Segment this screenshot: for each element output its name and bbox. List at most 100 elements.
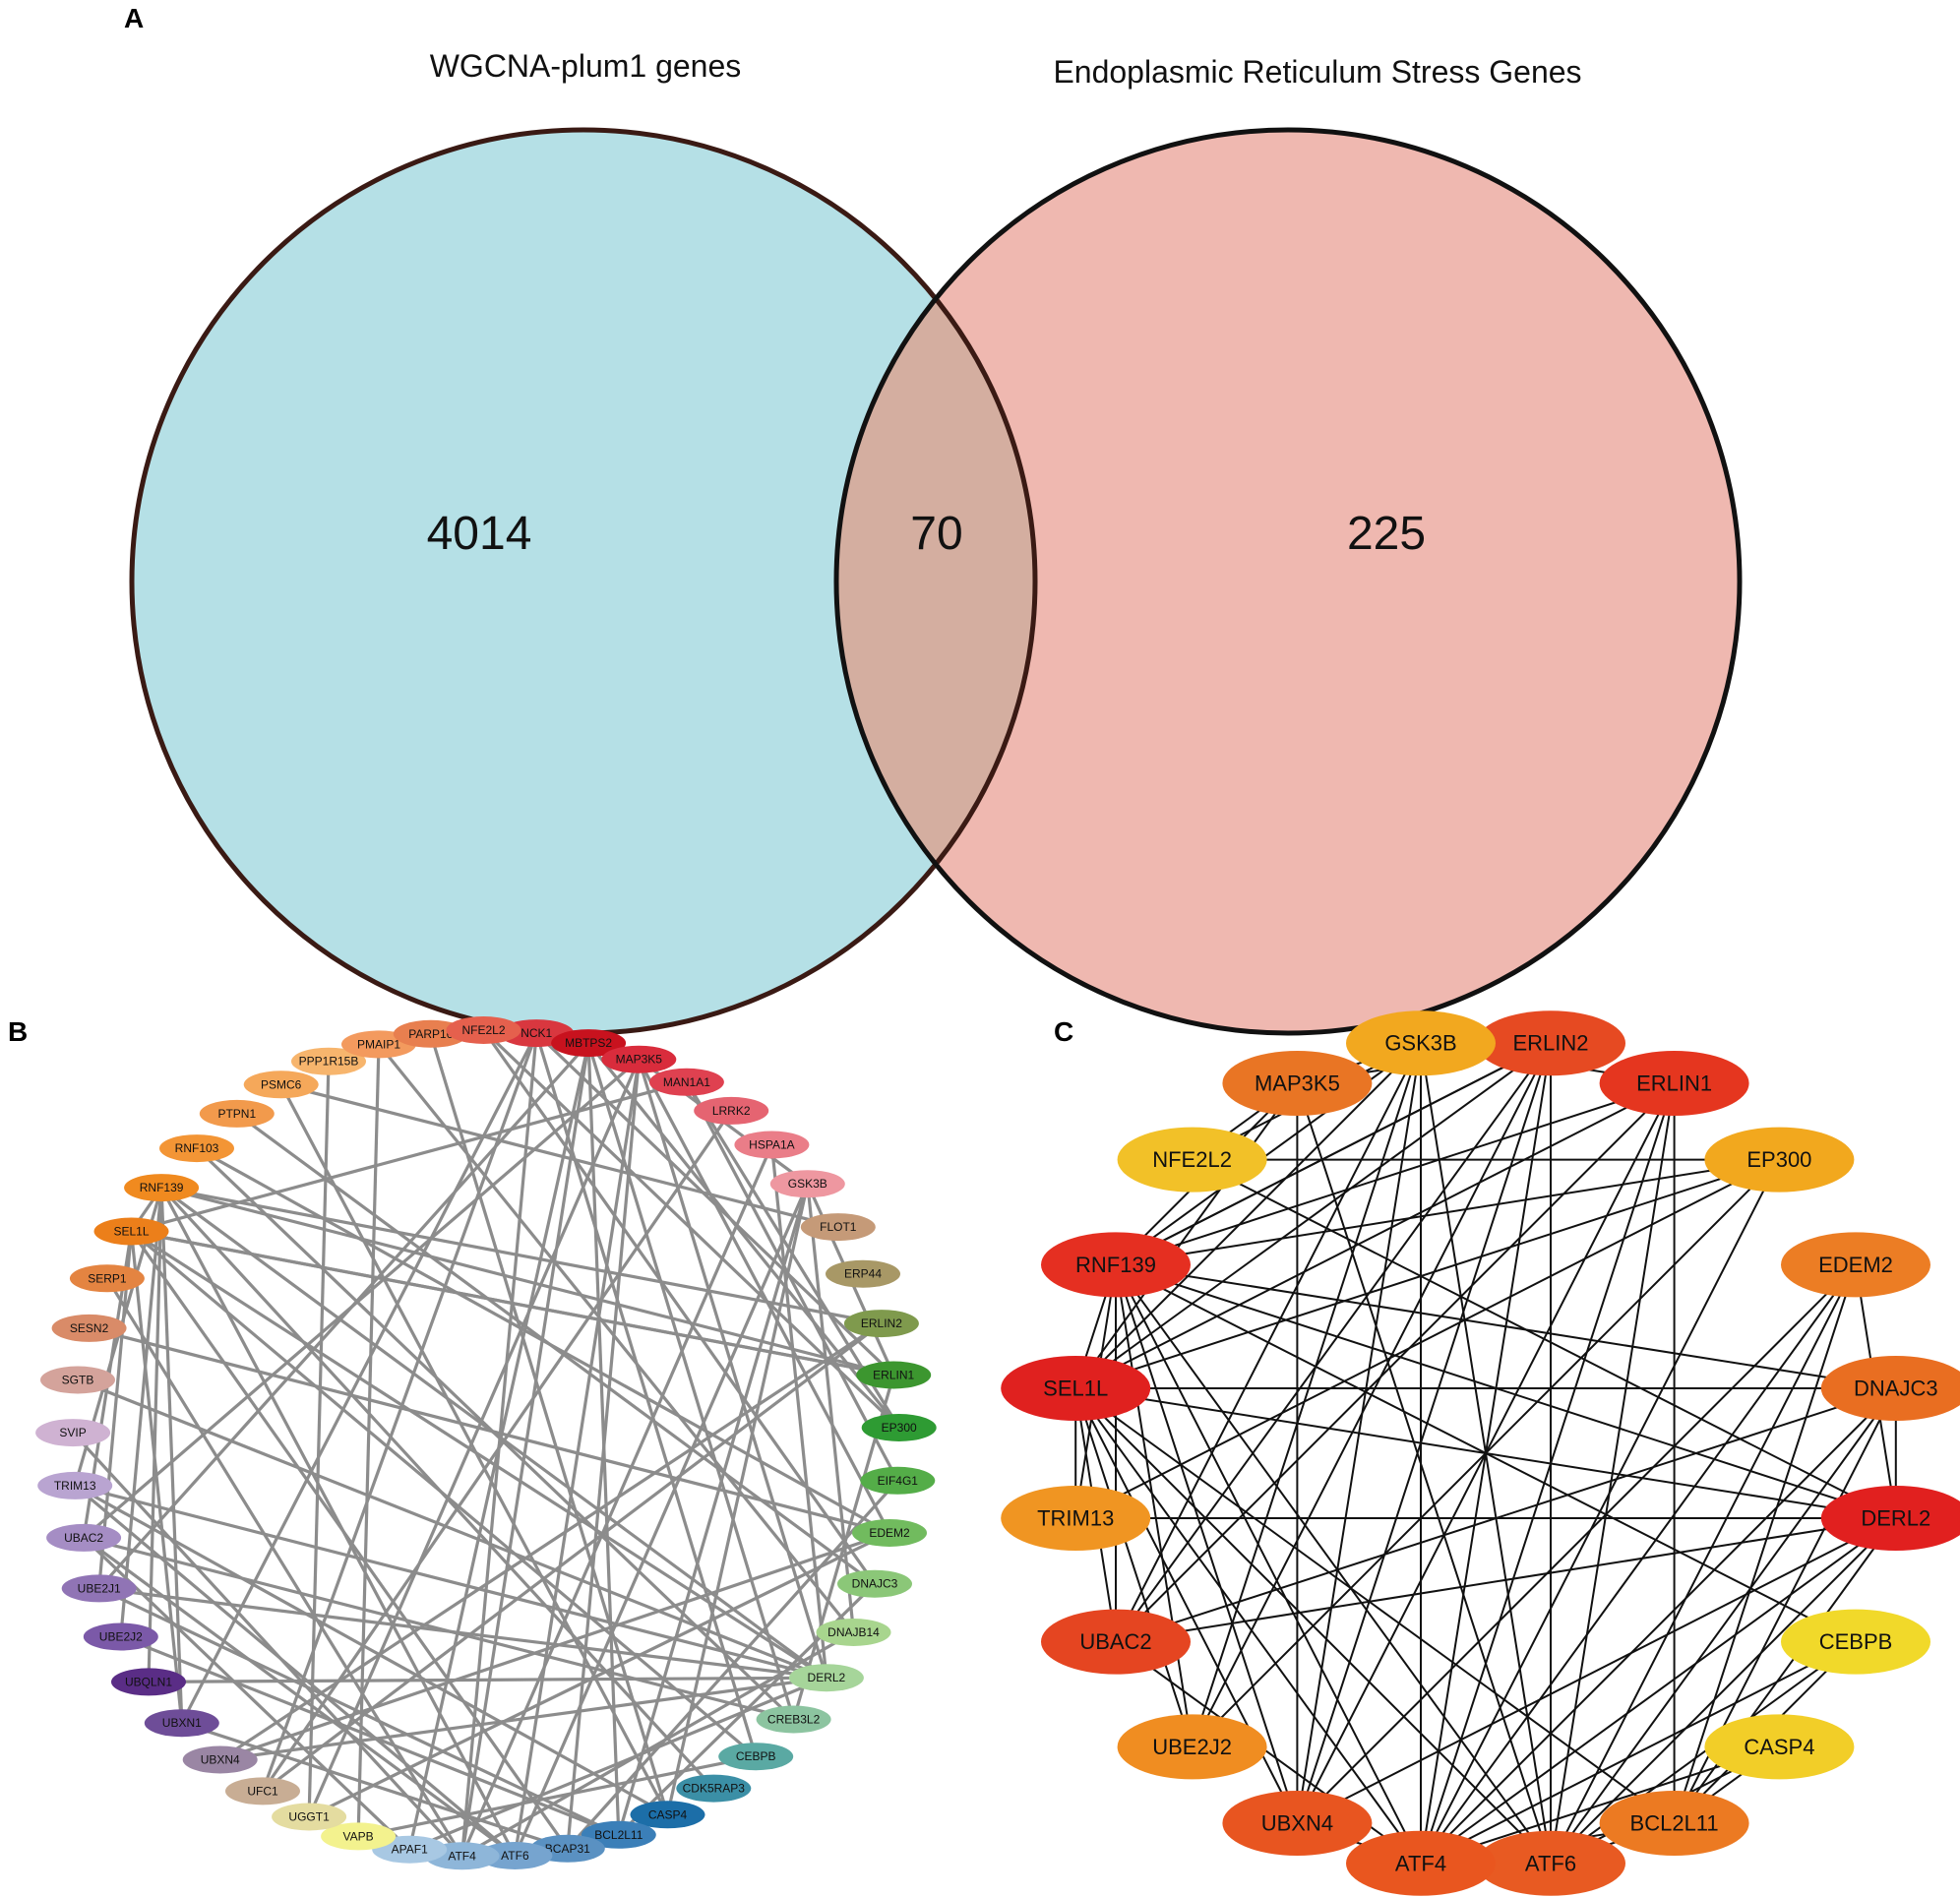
network-b-node-shape[interactable] — [144, 1709, 219, 1738]
network-b-node-ube2j1[interactable]: UBE2J1 — [61, 1574, 137, 1603]
network-b-node-ube2j2[interactable]: UBE2J2 — [83, 1622, 158, 1651]
network-b-node-shape[interactable] — [800, 1213, 876, 1242]
network-c-node-cebpb[interactable]: CEBPB — [1781, 1609, 1930, 1675]
network-c-node-shape[interactable] — [1599, 1051, 1749, 1116]
network-b-node-shape[interactable] — [601, 1045, 677, 1073]
network-c-node-shape[interactable] — [1781, 1609, 1930, 1675]
network-b-node-map3k5[interactable]: MAP3K5 — [601, 1045, 677, 1073]
network-c-node-bcl2l11[interactable]: BCL2L11 — [1599, 1791, 1749, 1856]
network-b-node-psmc6[interactable]: PSMC6 — [243, 1071, 319, 1099]
network-b-node-shape[interactable] — [756, 1705, 831, 1734]
network-c-node-shape[interactable] — [1704, 1714, 1855, 1780]
network-b-node-ppp1r15b[interactable]: PPP1R15B — [291, 1047, 366, 1075]
network-c-node-rnf139[interactable]: RNF139 — [1041, 1232, 1191, 1298]
network-c-node-sel1l[interactable]: SEL1L — [1001, 1356, 1151, 1421]
network-b-node-dnajc3[interactable]: DNAJC3 — [837, 1569, 912, 1598]
network-b-node-uggt1[interactable]: UGGT1 — [272, 1803, 347, 1831]
network-c-node-shape[interactable] — [1222, 1051, 1373, 1116]
network-b-node-shape[interactable] — [199, 1099, 275, 1128]
network-b-node-trim13[interactable]: TRIM13 — [37, 1471, 113, 1499]
network-c-node-ubac2[interactable]: UBAC2 — [1041, 1609, 1191, 1675]
network-b-node-shape[interactable] — [243, 1071, 319, 1099]
network-b-node-shape[interactable] — [40, 1366, 115, 1394]
network-b-node-dnajb14[interactable]: DNAJB14 — [816, 1619, 891, 1646]
network-c-node-shape[interactable] — [1222, 1791, 1373, 1856]
network-c-node-shape[interactable] — [1704, 1127, 1855, 1193]
network-b-node-shape[interactable] — [159, 1134, 234, 1163]
network-c-node-shape[interactable] — [1599, 1791, 1749, 1856]
network-b-node-shape[interactable] — [35, 1419, 111, 1447]
network-b-node-shape[interactable] — [291, 1047, 366, 1075]
network-b-node-ep300[interactable]: EP300 — [861, 1414, 937, 1441]
network-b-node-rnf103[interactable]: RNF103 — [159, 1134, 234, 1163]
network-c-node-shape[interactable] — [1346, 1830, 1496, 1896]
network-b-node-ubxn1[interactable]: UBXN1 — [144, 1709, 219, 1738]
network-b-node-shape[interactable] — [477, 1842, 553, 1869]
network-c-node-shape[interactable] — [1476, 1830, 1625, 1896]
network-c-node-shape[interactable] — [1041, 1609, 1191, 1675]
network-b-node-shape[interactable] — [182, 1745, 258, 1774]
network-b-node-shape[interactable] — [860, 1466, 936, 1495]
network-c-node-shape[interactable] — [1476, 1010, 1625, 1076]
network-b-node-sgtb[interactable]: SGTB — [40, 1366, 115, 1394]
network-b-node-shape[interactable] — [46, 1523, 122, 1552]
network-b-node-shape[interactable] — [93, 1217, 169, 1246]
network-c-node-shape[interactable] — [1001, 1356, 1151, 1421]
network-b-node-hspa1a[interactable]: HSPA1A — [734, 1131, 810, 1159]
network-b-node-shape[interactable] — [843, 1310, 919, 1338]
network-b-node-rnf139[interactable]: RNF139 — [124, 1174, 200, 1202]
network-c-node-atf4[interactable]: ATF4 — [1346, 1830, 1496, 1896]
network-b-node-flot1[interactable]: FLOT1 — [800, 1213, 876, 1242]
network-c-node-trim13[interactable]: TRIM13 — [1001, 1486, 1151, 1551]
network-b-node-man1a1[interactable]: MAN1A1 — [648, 1068, 724, 1096]
network-b-node-shape[interactable] — [61, 1574, 137, 1603]
network-c-node-shape[interactable] — [1117, 1714, 1267, 1780]
network-b-node-edem2[interactable]: EDEM2 — [852, 1519, 927, 1547]
network-b-node-shape[interactable] — [816, 1619, 891, 1646]
network-c-node-shape[interactable] — [1117, 1127, 1267, 1193]
network-b-node-eif4g1[interactable]: EIF4G1 — [860, 1466, 936, 1495]
network-b-node-shape[interactable] — [111, 1668, 186, 1696]
network-b-node-shape[interactable] — [694, 1096, 769, 1125]
network-c-node-shape[interactable] — [1820, 1356, 1960, 1421]
network-c-node-atf6[interactable]: ATF6 — [1476, 1830, 1625, 1896]
network-c-node-ubxn4[interactable]: UBXN4 — [1222, 1791, 1373, 1856]
network-b-node-shape[interactable] — [861, 1414, 937, 1441]
network-b-node-shape[interactable] — [769, 1170, 845, 1198]
network-b-node-cebpb[interactable]: CEBPB — [718, 1743, 794, 1771]
network-c-node-ube2j2[interactable]: UBE2J2 — [1117, 1714, 1267, 1780]
network-c-node-ep300[interactable]: EP300 — [1704, 1127, 1855, 1193]
network-b-node-shape[interactable] — [837, 1569, 912, 1598]
network-b-node-ubxn4[interactable]: UBXN4 — [182, 1745, 258, 1774]
network-b-node-nfe2l2[interactable]: NFE2L2 — [446, 1016, 521, 1044]
network-b-node-sel1l[interactable]: SEL1L — [93, 1217, 169, 1246]
network-c-node-casp4[interactable]: CASP4 — [1704, 1714, 1855, 1780]
network-b-node-ubac2[interactable]: UBAC2 — [46, 1523, 122, 1552]
network-b-node-svip[interactable]: SVIP — [35, 1419, 111, 1447]
network-b-node-shape[interactable] — [788, 1664, 864, 1692]
network-b-node-atf6[interactable]: ATF6 — [477, 1842, 553, 1869]
network-b-node-erlin2[interactable]: ERLIN2 — [843, 1310, 919, 1338]
network-b-node-mbtps2[interactable]: MBTPS2 — [551, 1029, 627, 1058]
network-b-node-lrrk2[interactable]: LRRK2 — [694, 1096, 769, 1125]
network-b-node-shape[interactable] — [826, 1259, 900, 1288]
network-b-node-shape[interactable] — [37, 1471, 113, 1499]
network-b-node-shape[interactable] — [648, 1068, 724, 1096]
network-b-node-shape[interactable] — [51, 1314, 127, 1342]
network-b-node-cdk5rap3[interactable]: CDK5RAP3 — [676, 1774, 752, 1803]
network-c-node-shape[interactable] — [1001, 1486, 1151, 1551]
network-c-node-edem2[interactable]: EDEM2 — [1781, 1232, 1930, 1298]
network-b-node-erp44[interactable]: ERP44 — [826, 1259, 900, 1288]
network-b-node-shape[interactable] — [718, 1743, 794, 1771]
network-c-node-nfe2l2[interactable]: NFE2L2 — [1117, 1127, 1267, 1193]
network-b-node-shape[interactable] — [69, 1264, 145, 1293]
network-b-node-shape[interactable] — [225, 1777, 300, 1805]
network-b-node-shape[interactable] — [630, 1801, 705, 1829]
network-b-node-ptpn1[interactable]: PTPN1 — [199, 1099, 275, 1128]
network-c-node-erlin1[interactable]: ERLIN1 — [1599, 1051, 1749, 1116]
network-b-node-vapb[interactable]: VAPB — [321, 1822, 397, 1851]
network-b-node-shape[interactable] — [734, 1131, 810, 1159]
network-b-node-shape[interactable] — [124, 1174, 200, 1202]
network-b-node-creb3l2[interactable]: CREB3L2 — [756, 1705, 831, 1734]
network-b-node-casp4[interactable]: CASP4 — [630, 1801, 705, 1829]
